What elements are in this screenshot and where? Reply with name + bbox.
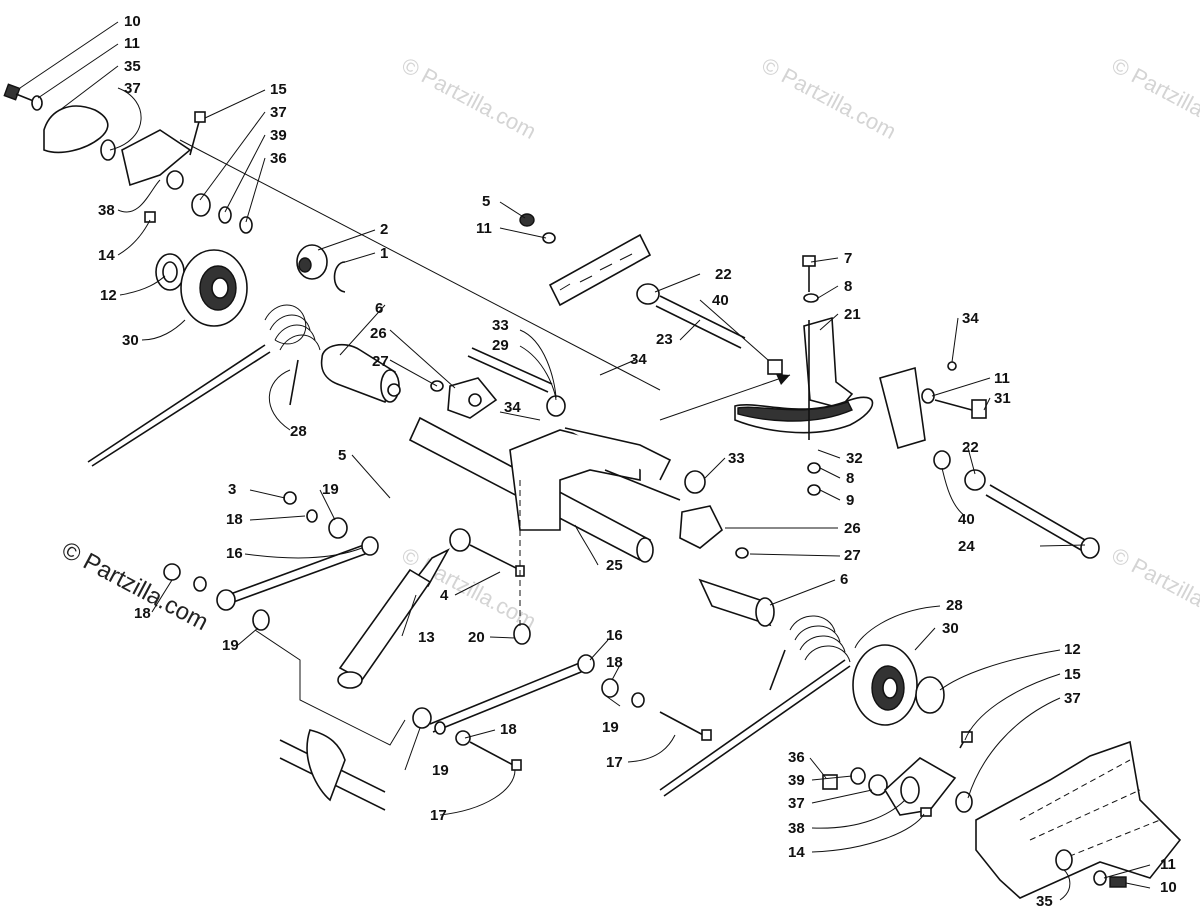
top-left-mount-assembly [3, 83, 661, 467]
callout-label: 19 [222, 637, 239, 654]
callout-label: 2 [380, 221, 388, 238]
watermark: © Partzilla.com [398, 52, 541, 144]
callout-label: 18 [226, 511, 243, 528]
callout-label: 35 [124, 58, 141, 75]
callout-label: 32 [846, 450, 863, 467]
side-plate-35 [975, 740, 1182, 899]
callout-label: 33 [492, 317, 509, 334]
callout-label: 38 [98, 202, 115, 219]
callout-label: 8 [844, 278, 852, 295]
bolt-10 [3, 83, 21, 101]
callout-label: 19 [322, 481, 339, 498]
top-center-rail [519, 213, 791, 421]
link-arm-16-lower [412, 480, 712, 771]
callout-label: 15 [270, 81, 287, 98]
callout-label: 27 [844, 547, 861, 564]
callout-label: 34 [504, 399, 521, 416]
torsion-spring-28-left [87, 304, 321, 467]
callout-label: 19 [602, 719, 619, 736]
callout-label: 28 [290, 423, 307, 440]
callout-label: 31 [994, 390, 1011, 407]
callout-label: 40 [958, 511, 975, 528]
callout-label: 37 [788, 795, 805, 812]
watermark: © Partzilla.com [1108, 52, 1200, 144]
link-arm-16-upper [163, 491, 406, 746]
callout-label: 26 [370, 325, 387, 342]
callout-label: 12 [100, 287, 117, 304]
callout-label: 18 [606, 654, 623, 671]
callout-label: 4 [440, 587, 449, 604]
callout-label: 10 [1160, 879, 1177, 896]
watermark: © Partzilla.com [758, 52, 901, 144]
callout-label: 14 [98, 247, 115, 264]
torsion-spring-28-right [659, 615, 851, 797]
callout-label: 9 [846, 492, 854, 509]
callout-label: 8 [846, 470, 854, 487]
callout-label: 27 [372, 353, 389, 370]
shock-absorber-13 [337, 383, 471, 689]
callout-label: 7 [844, 250, 852, 267]
leader-lines [19, 21, 1151, 901]
bracket-assembly-21 [734, 255, 1100, 559]
callout-label: 14 [788, 844, 805, 861]
callout-label: 17 [430, 807, 447, 824]
callout-label: 36 [788, 749, 805, 766]
callout-label: 13 [418, 629, 435, 646]
center-axle-assembly [320, 343, 775, 627]
callout-label: 30 [122, 332, 139, 349]
callout-label: 15 [1064, 666, 1081, 683]
callout-label: 37 [270, 104, 287, 121]
callout-label: 23 [656, 331, 673, 348]
callout-label: 5 [338, 447, 346, 464]
callout-label: 11 [476, 220, 492, 237]
callout-label: 18 [500, 721, 517, 738]
callout-labels: 10 11 35 37 15 37 39 36 38 14 2 1 12 30 … [98, 13, 1177, 910]
mount-block-38 [121, 129, 192, 187]
callout-label: 3 [228, 481, 236, 498]
callout-label: 1 [380, 245, 388, 262]
callout-label: 17 [606, 754, 623, 771]
bottom-right-mount-assembly [659, 615, 1182, 899]
callout-label: 40 [712, 292, 729, 309]
callout-label: 18 [134, 605, 151, 622]
callout-label: 22 [962, 439, 979, 456]
callout-label: 34 [630, 351, 647, 368]
callout-label: 6 [375, 300, 383, 317]
callout-label: 39 [788, 772, 805, 789]
callout-label: 12 [1064, 641, 1081, 658]
callout-label: 10 [124, 13, 141, 30]
callout-label: 21 [844, 306, 861, 323]
plate-35 [43, 105, 109, 154]
callout-label: 29 [492, 337, 509, 354]
callout-label: 26 [844, 520, 861, 537]
callout-label: 11 [994, 370, 1010, 387]
callout-label: 33 [728, 450, 745, 467]
callout-label: 36 [270, 150, 287, 167]
callout-label: 11 [124, 35, 140, 52]
callout-label: 22 [715, 266, 732, 283]
callout-label: 30 [942, 620, 959, 637]
callout-label: 20 [468, 629, 485, 646]
callout-label: 39 [270, 127, 287, 144]
callout-label: 37 [124, 80, 141, 97]
rail-stub [279, 729, 386, 811]
callout-label: 16 [606, 627, 623, 644]
callout-label: 11 [1160, 856, 1176, 873]
callout-label: 38 [788, 820, 805, 837]
callout-label: 5 [482, 193, 490, 210]
callout-label: 19 [432, 762, 449, 779]
callout-label: 16 [226, 545, 243, 562]
watermark: © Partzilla.com [1108, 542, 1200, 634]
callout-label: 24 [958, 538, 975, 555]
callout-label: 25 [606, 557, 623, 574]
callout-label: 35 [1036, 893, 1053, 910]
callout-label: 34 [962, 310, 979, 327]
callout-label: 37 [1064, 690, 1081, 707]
callout-label: 6 [840, 571, 848, 588]
callout-label: 28 [946, 597, 963, 614]
